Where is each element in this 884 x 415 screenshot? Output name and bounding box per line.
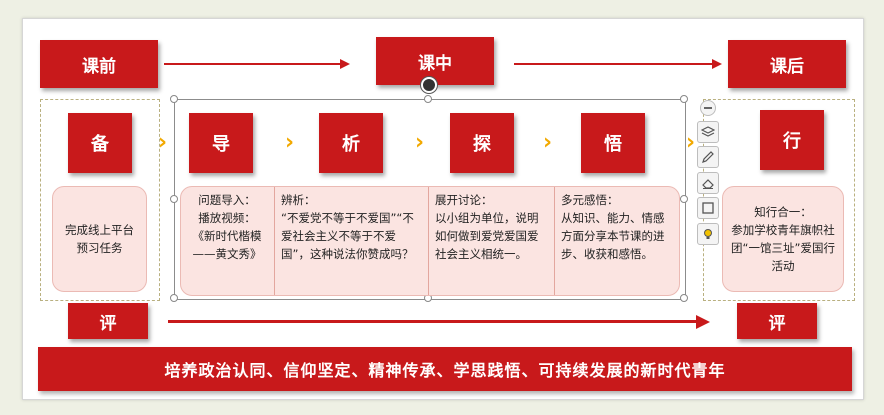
arrow-during-to-after <box>514 63 712 65</box>
act-content-box: 知行合一： 参加学校青年旗帜社团“一馆三址”爱国行活动 <box>722 186 844 292</box>
group-outline-before <box>40 99 160 301</box>
chevron-right-icon: › <box>686 130 696 155</box>
evaluate-arrow <box>168 320 696 323</box>
evaluate-left: 评 <box>68 303 148 339</box>
step-comprehend: 悟 <box>581 113 645 173</box>
phase-during: 课中 <box>376 37 494 85</box>
segment-divider <box>274 187 275 295</box>
eraser-icon[interactable] <box>697 172 719 194</box>
step-prepare: 备 <box>68 113 132 173</box>
chevron-right-icon: › <box>285 130 295 155</box>
step-analyze: 析 <box>319 113 383 173</box>
layers-icon[interactable] <box>697 121 719 143</box>
selection-handle[interactable] <box>424 95 432 103</box>
phase-after: 课后 <box>728 40 846 88</box>
chevron-right-icon: › <box>543 130 553 155</box>
arrowhead-during-to-after <box>712 59 722 69</box>
during-content-box: 问题导入： 播放视频： 《新时代楷模——黄文秀》 辨析： “不爱党不等于不爱国”… <box>180 186 680 296</box>
phase-before: 课前 <box>40 40 158 88</box>
lightbulb-icon[interactable] <box>697 223 719 245</box>
selection-handle[interactable] <box>170 95 178 103</box>
frame-icon[interactable] <box>697 197 719 219</box>
act-text: 知行合一： 参加学校青年旗帜社团“一馆三址”爱国行活动 <box>731 205 835 273</box>
explore-text: 展开讨论： 以小组为单位，说明如何做到爱党爱国爱社会主义相统一。 <box>435 193 539 261</box>
segment-divider <box>428 187 429 295</box>
arrowhead-before-to-during <box>340 59 350 69</box>
minus-icon[interactable] <box>700 100 716 116</box>
chevron-right-icon: › <box>158 130 168 155</box>
step-act: 行 <box>760 110 824 170</box>
goal-banner: 培养政治认同、信仰坚定、精神传承、学思践悟、可持续发展的新时代青年 <box>38 347 852 391</box>
rotate-handle-icon[interactable] <box>421 77 437 93</box>
segment-divider <box>554 187 555 295</box>
selection-handle[interactable] <box>680 294 688 302</box>
selection-handle[interactable] <box>680 95 688 103</box>
analyze-text: 辨析： “不爱党不等于不爱国”“不爱社会主义不等于不爱国”，这种说法你赞成吗？ <box>281 193 414 261</box>
step-guide: 导 <box>189 113 253 173</box>
prepare-content-box: 完成线上平台预习任务 <box>52 186 147 292</box>
selection-handle[interactable] <box>680 195 688 203</box>
pen-icon[interactable] <box>697 146 719 168</box>
selection-handle[interactable] <box>170 294 178 302</box>
prepare-text: 完成线上平台预习任务 <box>65 223 134 255</box>
evaluate-arrowhead <box>696 315 710 329</box>
arrow-before-to-during <box>164 63 340 65</box>
guide-text: 问题导入： 播放视频： 《新时代楷模——黄文秀》 <box>192 193 262 261</box>
comprehend-text: 多元感悟： 从知识、能力、情感方面分享本节课的进步、收获和感悟。 <box>561 193 665 261</box>
step-explore: 探 <box>450 113 514 173</box>
chevron-right-icon: › <box>415 130 425 155</box>
selection-handle[interactable] <box>170 195 178 203</box>
evaluate-right: 评 <box>737 303 817 339</box>
